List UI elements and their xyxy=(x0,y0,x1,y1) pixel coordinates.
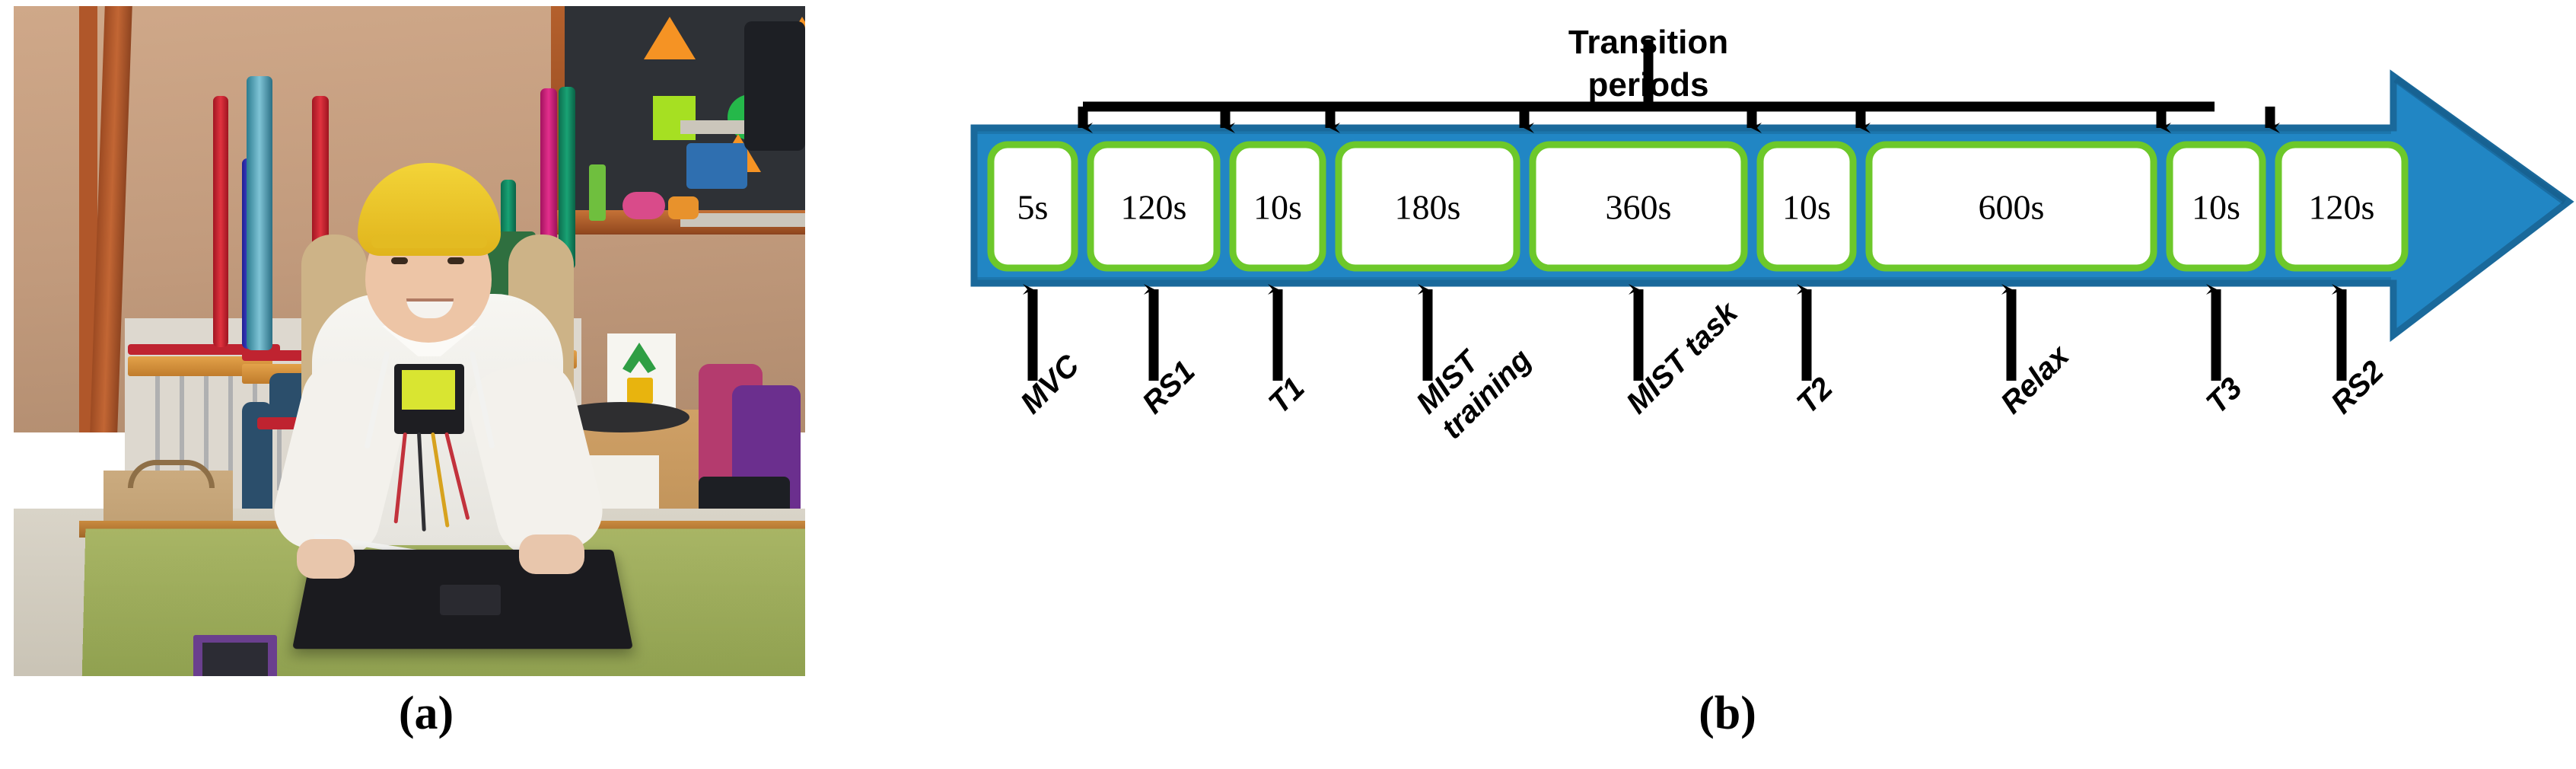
panel-b-timeline-diagram: Transition periods 5s 120s 10s 180s 360s… xyxy=(898,0,2576,769)
recycling-bin-icon xyxy=(627,378,653,404)
panel-a-caption: (a) xyxy=(398,688,454,739)
duration-block xyxy=(987,141,1078,272)
transition-bracket xyxy=(1078,40,2280,133)
left-hand xyxy=(297,539,355,579)
duration-block xyxy=(1229,141,1326,272)
orange-triangle-shape xyxy=(644,17,696,59)
duration-block xyxy=(1756,141,1857,272)
duration-block xyxy=(2166,141,2266,272)
duration-block xyxy=(2275,141,2409,272)
transition-periods-line1: Transition xyxy=(1568,24,1729,61)
right-hand xyxy=(519,534,584,574)
steel-tube xyxy=(247,76,272,350)
laptop-touchpad[interactable] xyxy=(440,585,501,615)
duration-block xyxy=(1335,141,1520,272)
transition-periods-line2: periods xyxy=(1587,66,1709,104)
panel-b-caption: (b) xyxy=(1699,688,1756,739)
red-tube xyxy=(213,96,228,347)
duration-block xyxy=(1865,141,2157,272)
duration-label-120s-2: 120s xyxy=(2308,187,2375,227)
green-bottle xyxy=(589,164,606,221)
duration-label-10s-2: 10s xyxy=(1782,187,1831,227)
duration-label-5s: 5s xyxy=(1017,187,1049,227)
duration-label-180s: 180s xyxy=(1394,187,1461,227)
duration-label-120s: 120s xyxy=(1120,187,1187,227)
duration-label-10s-3: 10s xyxy=(2192,187,2240,227)
duration-blocks xyxy=(987,141,2409,272)
hanging-coat xyxy=(744,21,805,151)
duration-block xyxy=(1087,141,1221,272)
duration-label-10s: 10s xyxy=(1253,187,1302,227)
experiment-photo xyxy=(14,6,805,676)
green-tube-2 xyxy=(559,87,575,270)
device-screen xyxy=(402,370,455,410)
duration-block xyxy=(1529,141,1748,272)
pink-tube xyxy=(540,88,557,271)
panel-a-photograph xyxy=(14,6,805,676)
duration-label-360s: 360s xyxy=(1605,187,1672,227)
transition-periods-label: Transition periods xyxy=(1568,21,1728,107)
timeline-svg xyxy=(970,40,2574,381)
duration-label-600s: 600s xyxy=(1978,187,2045,227)
event-arrows xyxy=(1023,284,2347,381)
